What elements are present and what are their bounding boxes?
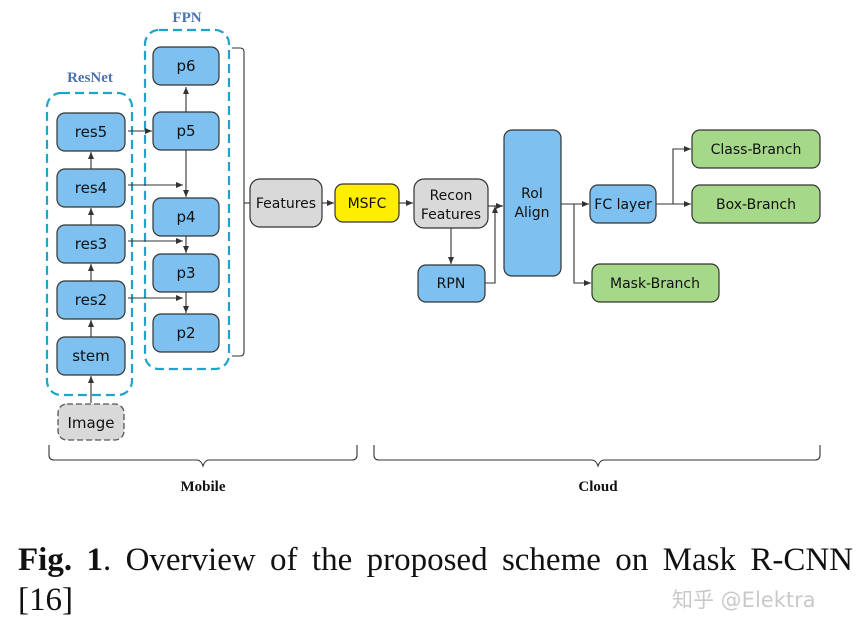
node-roi-align: RoI Align (503, 129, 562, 277)
svg-text:Features: Features (256, 196, 316, 212)
node-recon-features: Recon Features (413, 178, 489, 229)
node-mask-branch: Mask-Branch (591, 263, 720, 303)
node-res4: res4 (56, 168, 126, 208)
svg-text:p3: p3 (176, 264, 195, 282)
node-msfc: MSFC (334, 183, 400, 223)
node-class-branch: Class-Branch (691, 129, 821, 169)
svg-text:stem: stem (72, 347, 110, 365)
cloud-label: Cloud (578, 479, 618, 495)
node-p4: p4 (152, 197, 220, 237)
node-res5: res5 (56, 112, 126, 152)
svg-text:p4: p4 (176, 208, 195, 226)
figure-caption-text: . Overview of the proposed scheme on Mas… (18, 542, 854, 618)
svg-text:Mask-Branch: Mask-Branch (610, 276, 700, 292)
node-box-branch: Box-Branch (691, 184, 821, 224)
node-p2: p2 (152, 313, 220, 353)
svg-text:MSFC: MSFC (348, 196, 387, 212)
svg-text:res2: res2 (75, 291, 107, 309)
mobile-label: Mobile (181, 479, 226, 495)
node-image: Image (57, 403, 125, 441)
svg-text:res5: res5 (75, 123, 107, 141)
figure-label: Fig. 1 (18, 542, 103, 578)
architecture-diagram: ResNet FPN (45, 10, 821, 495)
node-fc-layer: FC layer (589, 184, 657, 224)
node-res3: res3 (56, 224, 126, 264)
node-p6: p6 (152, 46, 220, 86)
svg-text:RoI: RoI (521, 186, 543, 202)
resnet-group-border (45, 91, 134, 397)
svg-text:Recon: Recon (430, 188, 473, 204)
node-p5: p5 (152, 111, 220, 151)
resnet-group-label: ResNet (67, 70, 113, 86)
svg-text:p6: p6 (176, 57, 195, 75)
svg-text:Image: Image (68, 414, 115, 432)
svg-text:Box-Branch: Box-Branch (716, 197, 796, 213)
watermark: 知乎 @Elektra (672, 588, 816, 612)
svg-text:FC layer: FC layer (594, 197, 652, 213)
svg-text:Align: Align (514, 205, 549, 221)
fpn-group-border (143, 28, 231, 371)
fpn-group-label: FPN (172, 10, 201, 26)
node-features: Features (249, 178, 323, 228)
svg-text:p2: p2 (176, 324, 195, 342)
figure-caption: Fig. 1. Overview of the proposed scheme … (18, 540, 853, 620)
svg-text:Features: Features (421, 207, 481, 223)
svg-text:res3: res3 (75, 235, 107, 253)
node-p3: p3 (152, 253, 220, 293)
connectors (88, 47, 691, 403)
svg-text:Class-Branch: Class-Branch (711, 142, 802, 158)
cloud-brace (373, 445, 821, 468)
mobile-brace (48, 445, 358, 468)
node-stem: stem (56, 336, 126, 376)
node-rpn: RPN (417, 264, 486, 303)
svg-text:res4: res4 (75, 179, 107, 197)
node-res2: res2 (56, 280, 126, 320)
svg-text:RPN: RPN (437, 276, 466, 292)
svg-text:p5: p5 (176, 122, 195, 140)
